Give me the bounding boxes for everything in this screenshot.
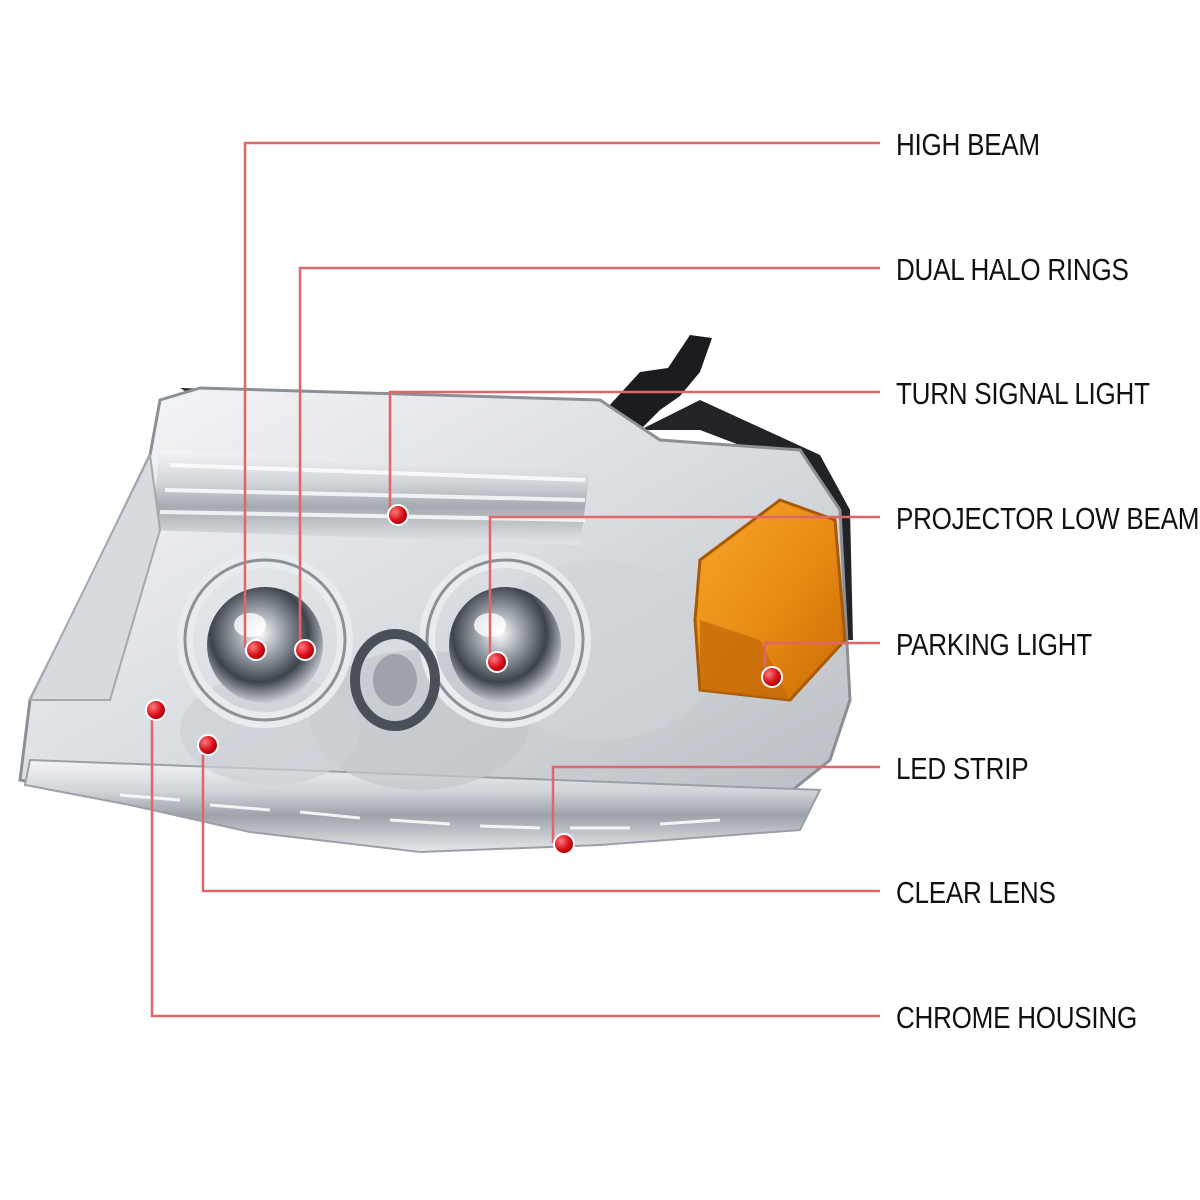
center-reflector: [350, 629, 440, 731]
label-parking-light: PARKING LIGHT: [896, 627, 1092, 662]
label-clear-lens: CLEAR LENS: [896, 875, 1056, 910]
callout-markers: [145, 504, 783, 855]
label-dual-halo-rings: DUAL HALO RINGS: [896, 252, 1129, 287]
marker-led-strip: [553, 833, 575, 855]
marker-parking-light: [761, 666, 783, 688]
marker-chrome-housing: [145, 699, 167, 721]
label-chrome-housing: CHROME HOUSING: [896, 1000, 1137, 1035]
marker-high-beam: [245, 639, 267, 661]
label-high-beam: HIGH BEAM: [896, 127, 1040, 162]
label-led-strip: LED STRIP: [896, 751, 1029, 786]
marker-dual-halo-rings: [294, 639, 316, 661]
marker-turn-signal-light: [387, 504, 409, 526]
marker-projector-low-beam: [486, 651, 508, 673]
marker-clear-lens: [197, 734, 219, 756]
low-beam-projector: [419, 552, 591, 728]
label-turn-signal-light: TURN SIGNAL LIGHT: [896, 376, 1150, 411]
leader-lines: [150, 141, 880, 1018]
label-projector-low-beam: PROJECTOR LOW BEAM: [896, 501, 1200, 536]
